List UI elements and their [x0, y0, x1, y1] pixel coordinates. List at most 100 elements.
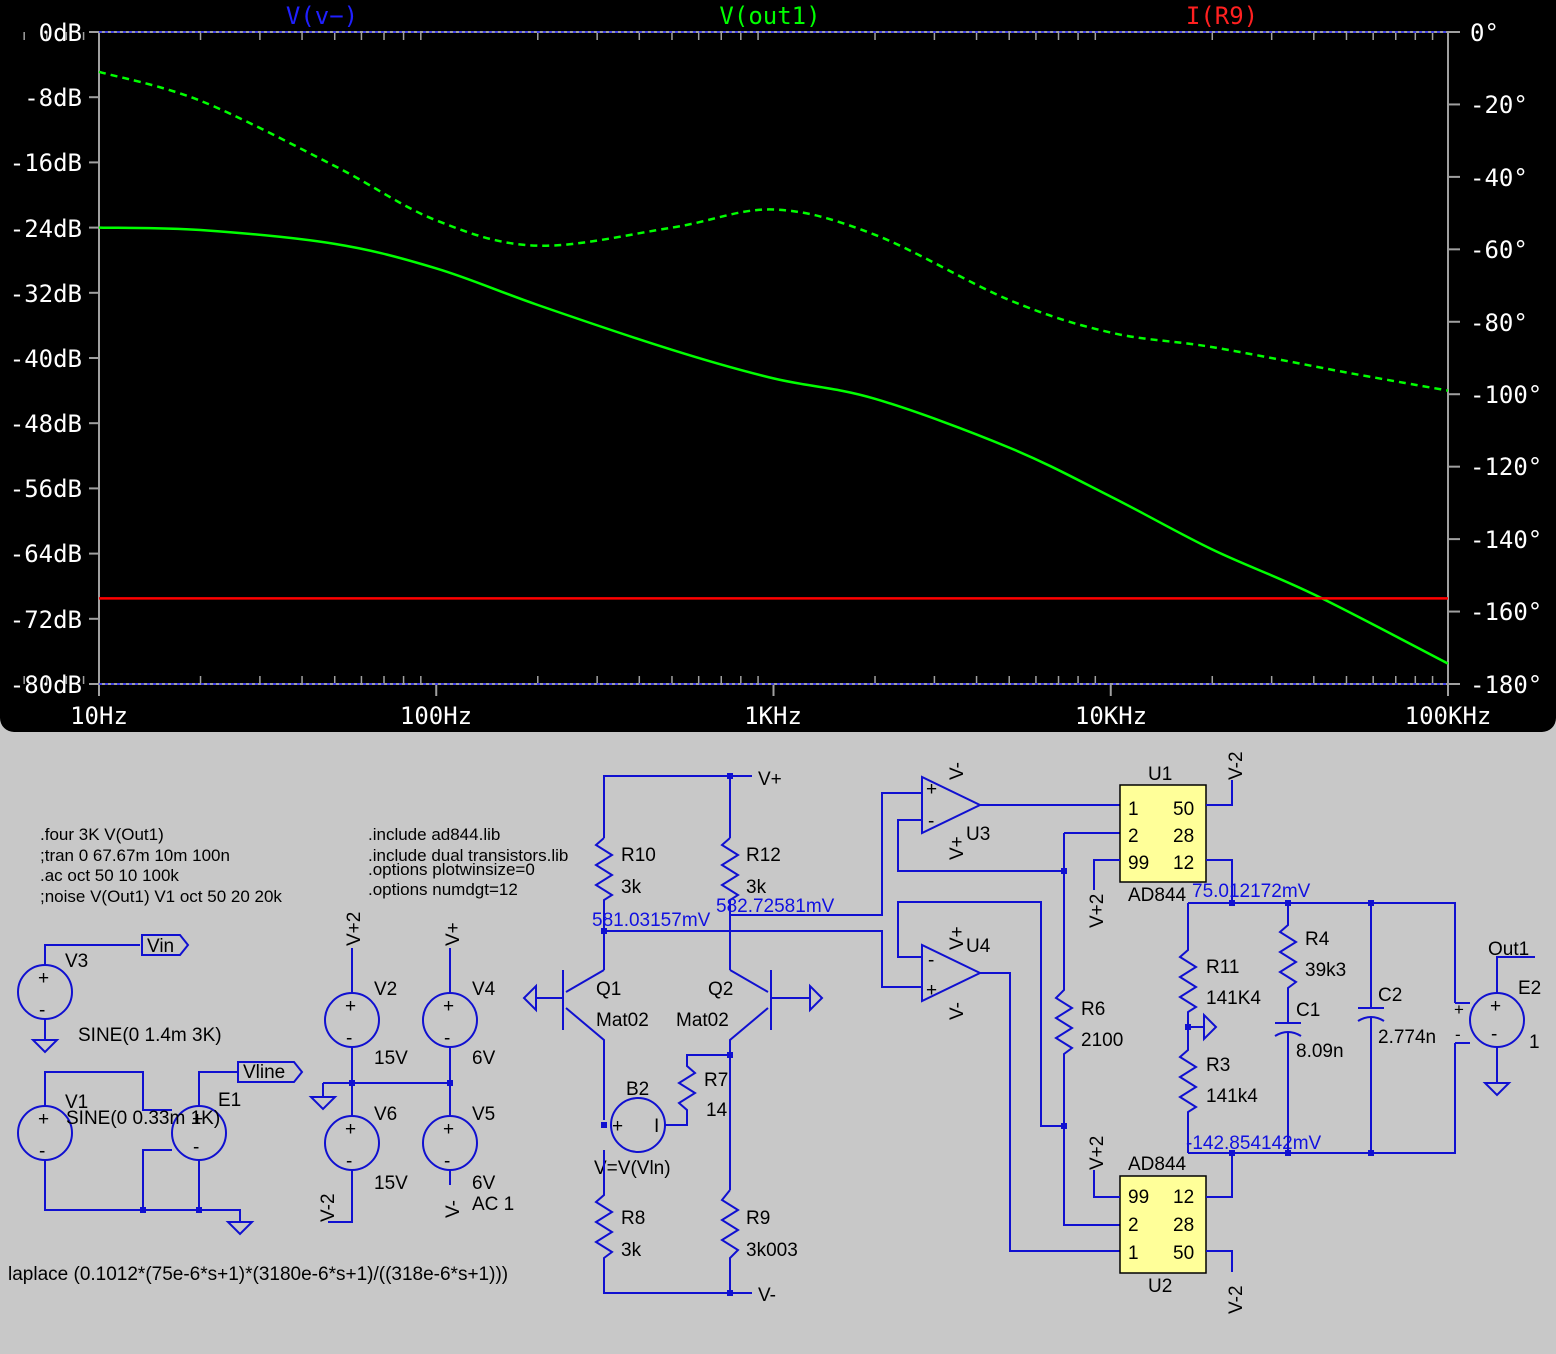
source-v3[interactable]: +- V3 SINE(0 1.4m 3K) Vin	[17, 934, 222, 1054]
v6-name: V6	[374, 1104, 397, 1125]
right-tick: -20°	[1470, 91, 1528, 119]
include-line[interactable]: .options plotwinsize=0	[368, 860, 535, 879]
u3-vp-pin: V+	[947, 836, 968, 860]
svg-text:+: +	[1490, 996, 1501, 1017]
resistor-r10[interactable]	[594, 837, 614, 970]
include-line[interactable]: .options numdgt=12	[368, 880, 518, 899]
output-network[interactable]: 75.012172mV -142.854142mV R11 141K4 R3 1…	[1178, 881, 1456, 1156]
trace-label-v-out1[interactable]: V(out1)	[719, 2, 820, 30]
svg-text:-: -	[928, 811, 934, 832]
directive-line[interactable]: ;noise V(Out1) V1 oct 50 20 20k	[40, 887, 282, 906]
u4-vp-pin: V+	[947, 926, 968, 950]
svg-text:-: -	[193, 1137, 199, 1158]
u2-pin: 2	[1128, 1215, 1139, 1236]
vp2-label[interactable]: V+2	[344, 912, 365, 946]
svg-text:-: -	[444, 1028, 450, 1049]
source-v1-e1[interactable]: +- +- V1 SINE(0 0.33m 1K) E1 Vline	[17, 1061, 304, 1236]
svg-text:-: -	[346, 1151, 352, 1172]
opamp-u3[interactable]: +- V- V+ U3	[897, 762, 1120, 872]
ad844-u1[interactable]: U1 1 50 2 28 99 12 AD844 V-2 V+2	[1087, 751, 1247, 928]
svg-text:-: -	[346, 1028, 352, 1049]
resistor-r6[interactable]: R6 2100	[1054, 832, 1123, 1226]
u2-vm2-label[interactable]: V-2	[1226, 1285, 1247, 1314]
directive-line[interactable]: ;tran 0 67.67m 10m 100n	[40, 846, 230, 865]
u1-pin: 1	[1128, 799, 1139, 820]
u1-pin: 99	[1128, 853, 1149, 874]
r8-value: 3k	[621, 1240, 642, 1261]
resistor-r12[interactable]	[720, 837, 740, 970]
u1-vp2-label[interactable]: V+2	[1087, 894, 1108, 928]
directive-line[interactable]: .four 3K V(Out1)	[40, 825, 164, 844]
left-tick: -8dB	[24, 84, 82, 112]
vline-net-label[interactable]: Vline	[243, 1062, 285, 1083]
source-e2[interactable]: +- +- Out1 E2 1	[1454, 939, 1541, 1097]
svg-text:+: +	[38, 1109, 49, 1130]
svg-text:+: +	[192, 1109, 203, 1130]
left-axis: 0dB -8dB -16dB -24dB -32dB -40dB -48dB -…	[10, 19, 82, 699]
v3-value: SINE(0 1.4m 3K)	[78, 1025, 222, 1046]
svg-text:+: +	[612, 1116, 623, 1137]
trace-vout1-phase[interactable]	[98, 70, 1449, 392]
u2-vp2-label[interactable]: V+2	[1087, 1136, 1108, 1170]
b2-value: V=V(Vln)	[594, 1158, 671, 1179]
u3-name: U3	[966, 824, 990, 845]
svg-text:-: -	[1455, 1025, 1461, 1044]
u1-part: AD844	[1128, 885, 1187, 906]
v5-ac: AC 1	[472, 1194, 514, 1215]
svg-text:-: -	[39, 1000, 45, 1021]
v5-name: V5	[472, 1104, 495, 1125]
left-tick: -32dB	[10, 280, 82, 308]
supply-sources[interactable]: +- +- +- +- V+2 V+ V-2 V- V2 15V V4 6V V…	[308, 912, 514, 1223]
r9-value: 3k003	[746, 1240, 798, 1261]
waveform-plot-pane[interactable]: V(v−) V(out1) I(R9) 0dB -8dB -16dB -24dB…	[0, 0, 1556, 732]
bode-plot[interactable]: V(v−) V(out1) I(R9) 0dB -8dB -16dB -24dB…	[0, 0, 1556, 732]
r7-name: R7	[704, 1070, 728, 1091]
q2-name: Q2	[708, 979, 733, 1000]
c1-name: C1	[1296, 1000, 1320, 1021]
right-tick: -40°	[1470, 164, 1528, 192]
r11-value: 141K4	[1206, 988, 1261, 1009]
u1-pin: 12	[1173, 853, 1194, 874]
directive-line[interactable]: .ac oct 50 10 100k	[40, 866, 179, 885]
vp-label[interactable]: V+	[443, 922, 464, 946]
laplace-expression[interactable]: laplace (0.1012*(75e-6*s+1)*(3180e-6*s+1…	[8, 1264, 508, 1285]
u2-part: AD844	[1128, 1154, 1187, 1175]
u1-pin: 2	[1128, 826, 1139, 847]
spice-directives[interactable]: .four 3K V(Out1) ;tran 0 67.67m 10m 100n…	[40, 825, 282, 906]
r10-value: 3k	[621, 877, 642, 898]
vm-bottom-label[interactable]: V-	[758, 1285, 776, 1306]
q2-collector-voltage: 582.72581mV	[716, 896, 835, 917]
right-tick: 0°	[1470, 19, 1499, 47]
e2-name: E2	[1518, 978, 1541, 999]
ad844-u2[interactable]: AD844 99 12 2 28 1 50 U2 V+2 V-2	[1087, 1136, 1247, 1314]
vp-top-label[interactable]: V+	[758, 769, 782, 790]
schematic-canvas[interactable]: .four 3K V(Out1) ;tran 0 67.67m 10m 100n…	[0, 732, 1556, 1354]
r6-name: R6	[1081, 999, 1105, 1020]
left-tick: -72dB	[10, 606, 82, 634]
trace-vout1-magnitude[interactable]	[98, 226, 1449, 665]
vm-label[interactable]: V-	[443, 1200, 464, 1218]
diff-pair-stage[interactable]: V+ R10 3k R12 3k 581.03157mV 582.72581mV…	[522, 769, 922, 1306]
include-line[interactable]: .include ad844.lib	[368, 825, 500, 844]
r7-value: 14	[706, 1100, 728, 1121]
out1-net-label[interactable]: Out1	[1488, 939, 1529, 960]
r4-value: 39k3	[1305, 960, 1346, 981]
u1-vm2-label[interactable]: V-2	[1226, 751, 1247, 780]
left-tick: -56dB	[10, 475, 82, 503]
trace-label-v-minus[interactable]: V(v−)	[286, 2, 358, 30]
vm2-label[interactable]: V-2	[318, 1193, 339, 1222]
q1-collector-voltage: 581.03157mV	[592, 910, 711, 931]
c1-value: 8.09n	[1296, 1041, 1344, 1062]
svg-text:+: +	[926, 779, 937, 800]
svg-text:-: -	[39, 1141, 45, 1162]
svg-text:+: +	[38, 968, 49, 989]
include-directives[interactable]: .include ad844.lib .include dual transis…	[368, 825, 568, 899]
right-tick: -100°	[1470, 381, 1542, 409]
r3-value: 141k4	[1206, 1086, 1258, 1107]
q1-model: Mat02	[596, 1010, 649, 1031]
include-line[interactable]: .include dual transistors.lib	[368, 846, 568, 865]
trace-label-i-r9[interactable]: I(R9)	[1186, 2, 1258, 30]
schematic-pane[interactable]: .four 3K V(Out1) ;tran 0 67.67m 10m 100n…	[0, 732, 1556, 1354]
vin-net-label[interactable]: Vin	[147, 936, 174, 957]
opamp-u4[interactable]: -+ V+ V- U4	[897, 901, 1120, 1252]
